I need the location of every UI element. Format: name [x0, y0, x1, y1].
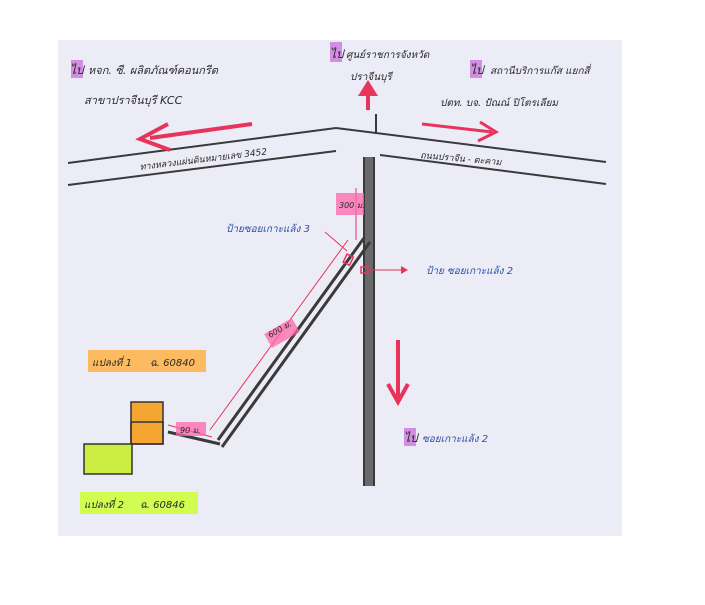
highlight-go-center — [330, 42, 342, 62]
east-arrow — [421, 120, 500, 143]
alley-2-dest-label: ซอยเกาะแล้ง 2 — [422, 433, 488, 445]
plot-2-deed: ฉ. 60846 — [140, 500, 185, 511]
plot-1-block-bottom — [130, 421, 164, 445]
plot-1-label: แปลงที่ 1 — [92, 355, 132, 369]
go-to-right: ไป — [470, 63, 486, 77]
main-road-bottom-edge — [67, 150, 337, 186]
north-arrow — [358, 80, 378, 110]
top-center-line1: ศูนย์ราชการจังหวัด — [346, 49, 430, 61]
top-center-line2: ปราจีนบุรี — [350, 71, 394, 83]
go-to-left: ไป — [70, 63, 86, 77]
main-road-top-edge — [67, 127, 337, 164]
top-left-line2: สาขาปราจีนบุรี KCC — [84, 94, 183, 107]
plot-1-block-top — [130, 401, 164, 445]
soi-road-lower — [220, 241, 372, 448]
highlight-300 — [336, 193, 364, 215]
go-to-south: ไป — [404, 431, 420, 445]
sign-2-pointer-head — [401, 266, 408, 274]
top-right-line2: ปตท. บจ. ปัณณ์ ปิโตรเลียม — [440, 97, 559, 109]
sign-marker-2 — [360, 266, 370, 274]
highlight-plot-2 — [80, 492, 198, 514]
soi-road-upper — [216, 237, 366, 441]
dist-300-label: 300 ม. — [339, 201, 365, 210]
west-arrow — [135, 122, 253, 152]
highlight-go-south — [404, 428, 416, 446]
plot-2-label: แปลงที่ 2 — [84, 497, 124, 511]
highlight-go-left — [71, 60, 83, 78]
highlight-go-right — [470, 60, 482, 78]
main-road-top-edge-right — [335, 127, 607, 163]
highlight-90 — [176, 422, 206, 436]
map-sheet — [58, 40, 622, 536]
go-to-center: ไป — [330, 47, 346, 61]
highlight-600 — [264, 318, 300, 348]
alley-2-sign-label: ป้าย ซอยเกาะแล้ง 2 — [426, 265, 513, 277]
dist-90-label: 90 ม. — [180, 426, 201, 435]
top-left-line1: หจก. ซี. ผลิตภัณฑ์คอนกรีต — [88, 64, 219, 77]
main-road-bottom-edge-right — [379, 154, 607, 185]
south-road-fill — [365, 157, 373, 486]
top-right-line1: สถานีบริการแก๊ส แยกสี่ — [490, 63, 592, 77]
highlight-plot-1 — [88, 350, 206, 372]
sign-3-pointer — [324, 231, 348, 252]
south-arrow — [386, 340, 410, 407]
plot-1-deed: ฉ. 60840 — [150, 358, 195, 369]
plot-2-block — [83, 443, 133, 475]
sign-marker-3 — [342, 253, 355, 267]
alley-3-label: ป้ายซอยเกาะแล้ง 3 — [226, 223, 310, 235]
